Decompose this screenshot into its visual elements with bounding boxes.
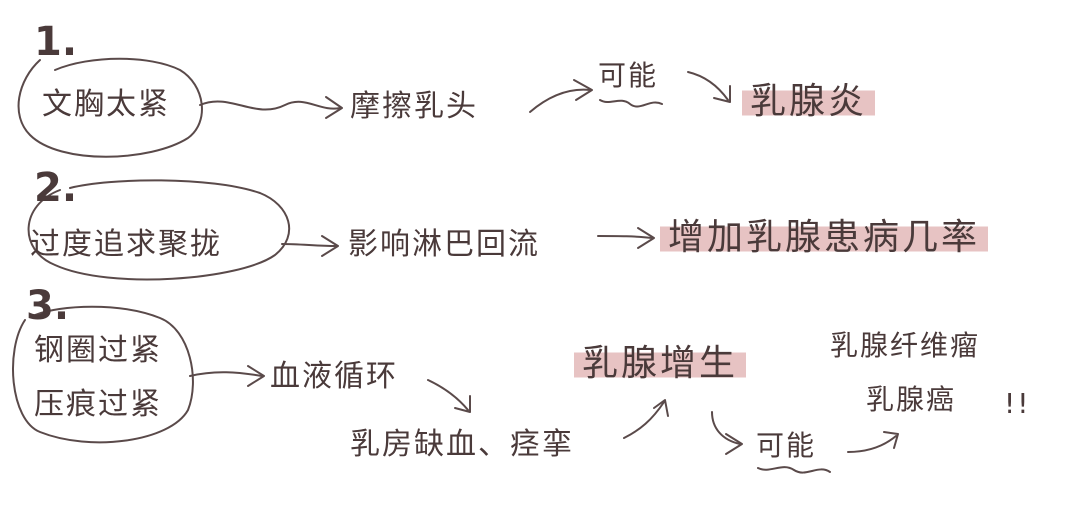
cause-1: 文胸太紧 <box>42 87 170 122</box>
effect-1: 摩擦乳头 <box>350 89 478 124</box>
cause-2: 过度追求聚拢 <box>30 227 222 262</box>
arrow-3d-head <box>725 433 743 455</box>
arrow-3b <box>427 379 469 411</box>
step-number-1: 1. <box>34 19 78 65</box>
arrow-1b-head <box>573 79 593 101</box>
exclamation: !! <box>1004 387 1031 420</box>
arrow-1b <box>529 88 591 113</box>
cause-3-line2: 压痕过紧 <box>34 387 162 422</box>
result-2: 增加乳腺患病几率 <box>660 220 989 256</box>
arrow-2a <box>281 243 337 247</box>
squiggle-1 <box>599 99 663 108</box>
step-number-3: 3. <box>26 283 70 329</box>
result-3c: 乳腺癌 <box>866 383 957 416</box>
arrow-3b-head <box>454 395 471 413</box>
arrow-2a-head <box>321 235 339 257</box>
arrow-3c-head <box>653 399 669 417</box>
arrow-1c <box>687 71 729 101</box>
step-number-2: 2. <box>34 165 78 211</box>
cause-ellipse-2 <box>27 179 291 281</box>
result-3a: 乳腺增生 <box>574 346 747 382</box>
result-3b: 乳腺纤维瘤 <box>830 329 981 362</box>
arrow-3a-head <box>247 365 265 387</box>
arrow-2b <box>597 235 653 239</box>
maybe-3: 可能 <box>756 429 817 462</box>
effect-2: 影响淋巴回流 <box>348 227 540 262</box>
cause-ellipse-1 <box>17 57 203 158</box>
arrow-3c <box>623 401 665 439</box>
arrow-3a <box>189 371 263 377</box>
arrow-1a <box>199 100 341 111</box>
cause-ellipse-3 <box>12 305 194 444</box>
effect-3a: 血液循环 <box>270 359 398 394</box>
squiggle-3 <box>757 466 831 474</box>
arrow-3d <box>711 411 741 445</box>
arrow-3e-head <box>883 431 899 449</box>
arrow-2b-head <box>637 227 655 249</box>
maybe-1: 可能 <box>598 59 659 92</box>
cause-3-line1: 钢圈过紧 <box>34 333 162 368</box>
result-1: 乳腺炎 <box>742 84 876 120</box>
arrow-1a-head <box>325 96 343 119</box>
effect-3b: 乳房缺血、痉挛 <box>350 427 574 462</box>
arrow-3e <box>847 435 897 453</box>
arrow-1c-head <box>713 85 731 103</box>
